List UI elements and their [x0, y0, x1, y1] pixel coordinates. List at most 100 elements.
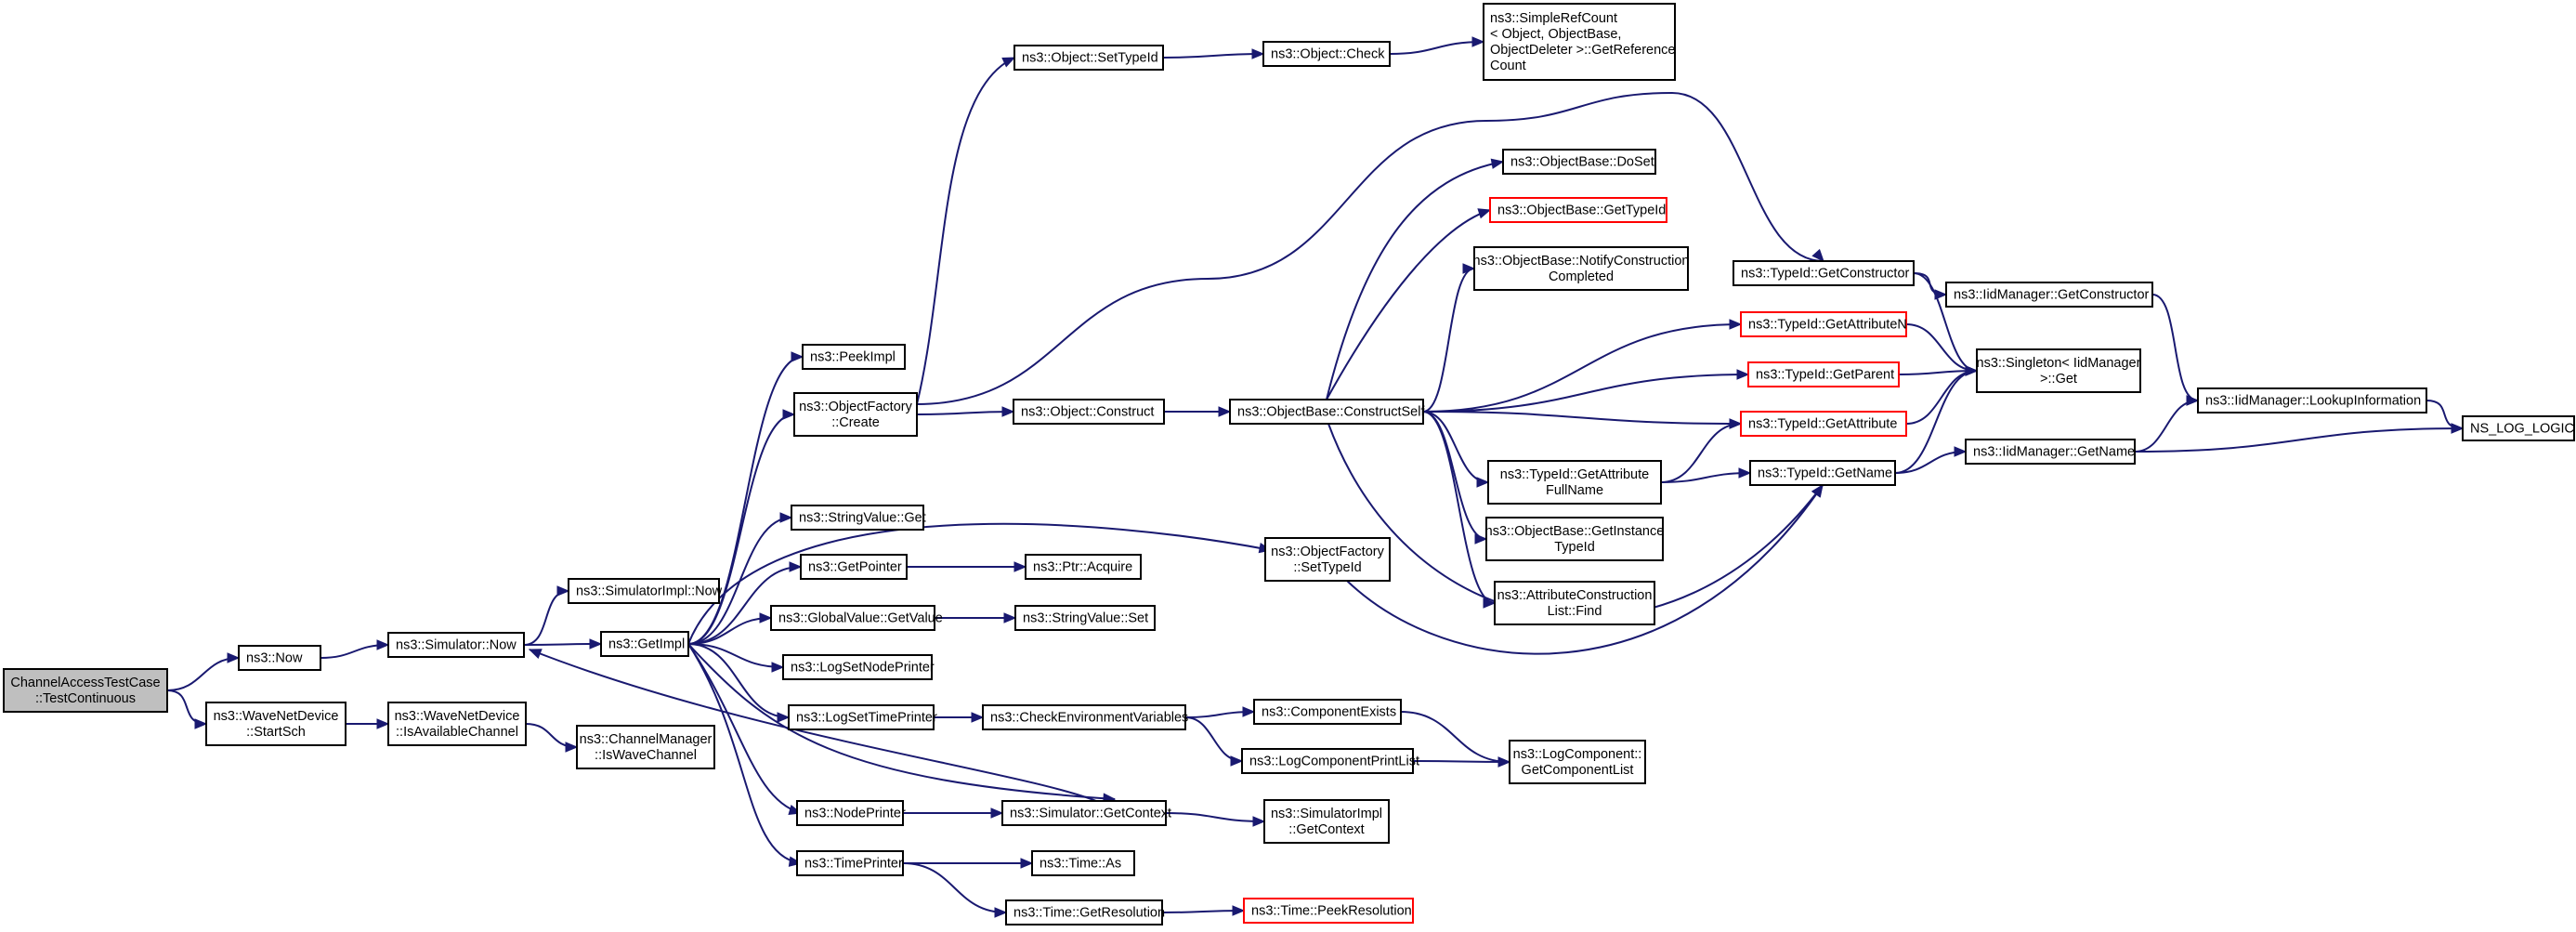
node-label: ns3::WaveNetDevice — [395, 709, 520, 724]
node-iswave[interactable]: ns3::ChannelManager::IsWaveChannel — [576, 725, 715, 769]
node-label: ns3::Now — [246, 651, 303, 666]
node-box — [1025, 554, 1142, 580]
node-label: < Object, ObjectBase, — [1490, 27, 1621, 42]
node-ofcreate[interactable]: ns3::ObjectFactory::Create — [793, 392, 918, 437]
node-label: ns3::PeekImpl — [810, 350, 896, 365]
node-box — [1747, 361, 1900, 387]
edge-tidgetconstructor-to-iidgetconstructor — [1913, 272, 1948, 300]
node-strvalget[interactable]: ns3::StringValue::Get — [791, 505, 926, 531]
node-nodeprinter[interactable]: ns3::NodePrinter — [796, 800, 906, 826]
node-objconstruct[interactable]: ns3::Object::Construct — [1013, 399, 1165, 425]
node-label: ns3::AttributeConstruction — [1497, 588, 1653, 603]
node-checkenv[interactable]: ns3::CheckEnvironmentVariables — [982, 704, 1188, 730]
node-box — [2197, 387, 2427, 413]
node-label: ns3::ObjectBase::GetInstance — [1485, 524, 1665, 539]
node-label: ns3::IidManager::GetName — [1973, 445, 2135, 460]
node-tidgetname[interactable]: ns3::TypeId::GetName — [1749, 460, 1896, 486]
node-label: ns3::IidManager::GetConstructor — [1954, 288, 2150, 303]
node-label: ns3::Object::Check — [1271, 47, 1385, 62]
node-simimplgetctx[interactable]: ns3::SimulatorImpl::GetContext — [1263, 799, 1390, 844]
node-tidgetattrn[interactable]: ns3::TypeId::GetAttributeN — [1740, 311, 1907, 337]
node-peekimpl[interactable]: ns3::PeekImpl — [802, 344, 906, 370]
node-lognode[interactable]: ns3::LogSetNodePrinter — [782, 654, 935, 680]
node-ofsettypeid[interactable]: ns3::ObjectFactory::SetTypeId — [1264, 537, 1391, 582]
node-startsch[interactable]: ns3::WaveNetDevice::StartSch — [205, 702, 347, 746]
node-label: ns3::StringValue::Get — [799, 511, 926, 526]
node-simgetctx[interactable]: ns3::Simulator::GetContext — [1001, 800, 1171, 826]
node-label: ::IsWaveChannel — [595, 748, 697, 763]
node-iidlookup[interactable]: ns3::IidManager::LookupInformation — [2197, 387, 2427, 413]
edge-timeprinter-to-timegetres — [902, 862, 1008, 918]
node-box — [1487, 460, 1662, 505]
node-box — [1509, 740, 1646, 784]
edge-tidgetattrfull-to-tidgetname — [1660, 467, 1752, 483]
edge-getimpl-to-strvalget — [687, 512, 793, 645]
node-nslog[interactable]: NS_LOG_LOGIC — [2462, 415, 2575, 441]
node-getpointer[interactable]: ns3::GetPointer — [800, 554, 908, 580]
node-label: ns3::StringValue::Set — [1023, 611, 1148, 626]
node-logcompprint[interactable]: ns3::LogComponentPrintList — [1241, 748, 1419, 774]
node-obconstructself[interactable]: ns3::ObjectBase::ConstructSelf — [1229, 399, 1425, 425]
node-label: FullName — [1546, 483, 1603, 498]
edge-startsch-to-isavail — [346, 718, 390, 729]
node-simnow[interactable]: ns3::Simulator::Now — [387, 632, 525, 658]
node-box — [1965, 439, 2136, 465]
node-label: ns3::ChannelManager — [580, 732, 713, 747]
edge-obconstructself-to-attrconstrfind — [1422, 411, 1497, 609]
node-label: ns3::GetImpl — [608, 637, 685, 652]
node-settypeid[interactable]: ns3::Object::SetTypeId — [1013, 45, 1164, 71]
node-logcompgetlist[interactable]: ns3::LogComponent::GetComponentList — [1509, 740, 1646, 784]
node-box — [1740, 311, 1907, 337]
node-box — [1489, 197, 1667, 223]
node-iidgetname[interactable]: ns3::IidManager::GetName — [1965, 439, 2136, 465]
node-box — [2462, 415, 2575, 441]
node-tidgetattr[interactable]: ns3::TypeId::GetAttribute — [1740, 411, 1907, 437]
node-timeas[interactable]: ns3::Time::As — [1031, 850, 1135, 876]
node-logtime[interactable]: ns3::LogSetTimePrinter — [788, 704, 937, 730]
edge-getpointer-to-ptracquire — [907, 561, 1027, 572]
node-gvgetvalue[interactable]: ns3::GlobalValue::GetValue — [770, 605, 943, 631]
node-obdoset[interactable]: ns3::ObjectBase::DoSet — [1502, 149, 1656, 175]
node-singletonget[interactable]: ns3::Singleton< IidManager>::Get — [1976, 348, 2141, 393]
edge-isavail-to-iswave — [525, 723, 579, 753]
node-box — [1483, 3, 1676, 81]
node-obgettypeid[interactable]: ns3::ObjectBase::GetTypeId — [1489, 197, 1667, 223]
node-label: ns3::Time::GetResolution — [1013, 906, 1165, 921]
edge-ofcreate-to-tidgetconstructor — [916, 91, 1824, 405]
node-obnotify[interactable]: ns3::ObjectBase::NotifyConstructionCompl… — [1473, 246, 1690, 291]
node-box — [800, 554, 908, 580]
node-timeprinter[interactable]: ns3::TimePrinter — [796, 850, 904, 876]
node-objcheck[interactable]: ns3::Object::Check — [1262, 41, 1391, 67]
edge-root-to-now — [166, 652, 241, 691]
node-label: ns3::ObjectBase::GetTypeId — [1497, 203, 1666, 218]
node-now[interactable]: ns3::Now — [238, 645, 321, 671]
edge-gvgetvalue-to-strvalset — [935, 612, 1017, 624]
node-box — [1014, 605, 1156, 631]
node-box — [1241, 748, 1414, 774]
node-compexists[interactable]: ns3::ComponentExists — [1253, 699, 1402, 725]
edge-obconstructself-to-tidgetattrn — [1422, 319, 1743, 413]
node-root[interactable]: ChannelAccessTestCase::TestContinuous — [3, 668, 168, 713]
edge-getimpl-to-logtime — [687, 643, 791, 723]
node-strvalset[interactable]: ns3::StringValue::Set — [1014, 605, 1156, 631]
node-label: ns3::TypeId::GetConstructor — [1741, 267, 1910, 282]
node-simplerefcount[interactable]: ns3::SimpleRefCount< Object, ObjectBase,… — [1483, 3, 1676, 81]
node-tidgetparent[interactable]: ns3::TypeId::GetParent — [1747, 361, 1900, 387]
node-label: ns3::Object::Construct — [1021, 405, 1154, 420]
node-timegetres[interactable]: ns3::Time::GetResolution — [1005, 899, 1165, 925]
node-tidgetconstructor[interactable]: ns3::TypeId::GetConstructor — [1733, 260, 1915, 286]
node-box — [1013, 45, 1164, 71]
node-iidgetconstructor[interactable]: ns3::IidManager::GetConstructor — [1945, 282, 2153, 308]
edge-ofcreate-to-objconstruct — [916, 406, 1015, 417]
node-timepeekres[interactable]: ns3::Time::PeekResolution — [1243, 898, 1414, 924]
node-isavail[interactable]: ns3::WaveNetDevice::IsAvailableChannel — [387, 702, 527, 746]
node-box — [1945, 282, 2153, 308]
node-label: List::Find — [1548, 604, 1602, 619]
node-getimpl[interactable]: ns3::GetImpl — [600, 631, 689, 657]
node-ptracquire[interactable]: ns3::Ptr::Acquire — [1025, 554, 1142, 580]
node-simimplnow[interactable]: ns3::SimulatorImpl::Now — [568, 578, 723, 604]
